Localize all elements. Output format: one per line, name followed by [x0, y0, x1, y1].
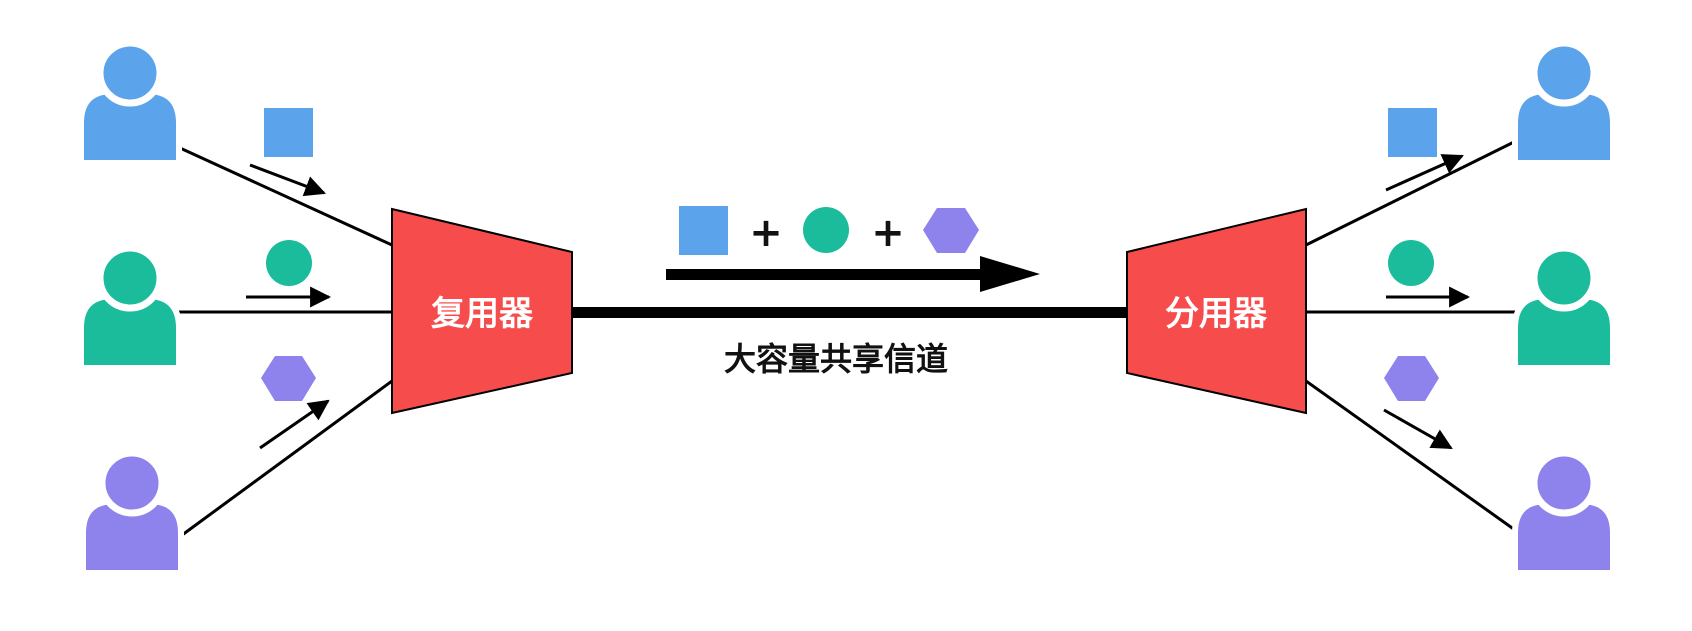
sender-user-1-icon — [78, 39, 182, 166]
sender-user-2-icon — [78, 244, 182, 371]
channel-hexagon-icon — [923, 208, 979, 253]
multiplexer-label: 复用器 — [431, 294, 534, 334]
output-circle-icon — [1388, 240, 1434, 286]
input-line-1 — [179, 146, 393, 247]
input-square-icon — [264, 108, 313, 157]
output-arrow-1 — [1385, 154, 1464, 192]
channel-arrow-shaft — [666, 269, 986, 280]
demultiplexer-label: 分用器 — [1165, 294, 1268, 334]
output-line-1 — [1305, 138, 1519, 247]
input-line-3 — [177, 379, 393, 540]
multiplexer: 复用器 — [391, 207, 573, 415]
demultiplexer: 分用器 — [1126, 207, 1307, 415]
demultiplexer-shape — [1126, 207, 1307, 415]
output-hexagon-icon — [1384, 356, 1439, 401]
receiver-user-3-icon — [1512, 449, 1616, 576]
input-arrow-3 — [259, 399, 330, 450]
plus-sign-1: + — [749, 210, 783, 256]
input-hexagon-icon — [261, 356, 316, 401]
sender-user-3-icon — [80, 449, 184, 576]
output-arrow-3 — [1383, 408, 1453, 450]
input-arrow-1 — [249, 163, 326, 197]
receiver-user-1-icon — [1512, 39, 1616, 166]
input-circle-icon — [266, 240, 312, 286]
channel-circle-icon — [803, 207, 849, 253]
shared-channel-line — [572, 307, 1127, 318]
channel-label: 大容量共享信道 — [724, 340, 948, 378]
output-square-icon — [1388, 108, 1437, 157]
receiver-user-2-icon — [1512, 244, 1616, 371]
channel-arrow-head — [980, 256, 1040, 292]
channel-square-icon — [679, 206, 728, 255]
output-line-3 — [1305, 379, 1523, 537]
multiplexer-shape — [391, 207, 573, 415]
plus-sign-2: + — [871, 210, 905, 256]
